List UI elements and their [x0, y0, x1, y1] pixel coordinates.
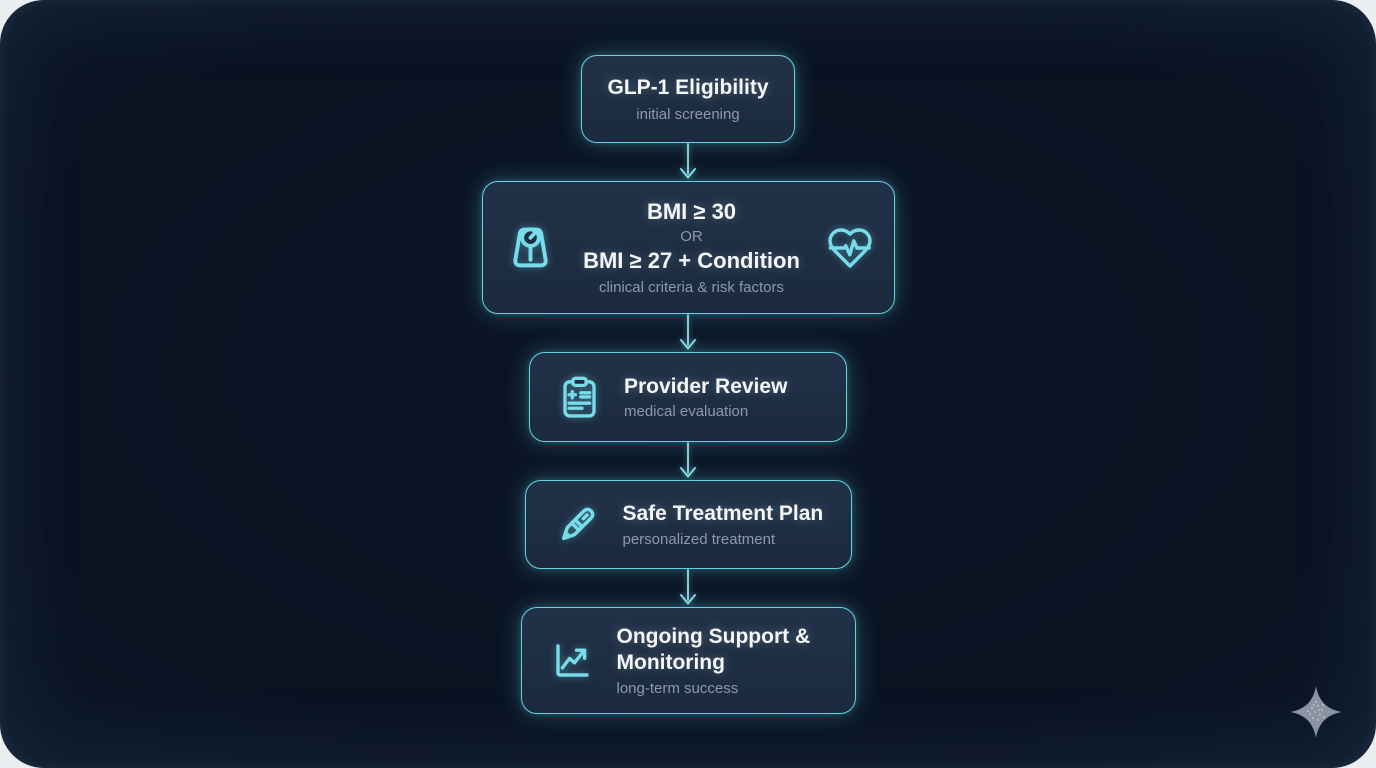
flow-node-ongoing-support: Ongoing Support & Monitoring long-term s… — [520, 607, 856, 714]
node-subtitle: personalized treatment — [622, 530, 776, 548]
flow-node-safe-treatment-plan: Safe Treatment Plan personalized treatme… — [524, 480, 852, 569]
flow-node-bmi-criteria: BMI ≥ 30 OR BMI ≥ 27 + Condition clinica… — [481, 181, 895, 314]
heart-pulse-icon — [826, 224, 874, 272]
injection-pen-icon — [552, 500, 602, 550]
criteria-line-2: BMI ≥ 27 + Condition — [583, 248, 800, 274]
node-subtitle: clinical criteria & risk factors — [598, 279, 785, 297]
weight-scale-icon — [503, 220, 558, 275]
node-text: Safe Treatment Plan personalized treatme… — [623, 501, 824, 548]
node-subtitle: medical evaluation — [624, 403, 749, 421]
criteria-line-1: BMI ≥ 30 — [646, 198, 737, 224]
node-text: Provider Review medical evaluation — [624, 374, 787, 421]
flow-arrow — [677, 569, 699, 607]
medical-clipboard-icon — [556, 374, 603, 421]
trend-chart-icon — [548, 637, 596, 685]
node-title: Provider Review — [624, 374, 788, 398]
node-title: Safe Treatment Plan — [622, 502, 824, 526]
flow-node-glp1-eligibility: GLP-1 Eligibility initial screening — [581, 55, 795, 143]
node-title: Ongoing Support & Monitoring — [616, 625, 811, 674]
flow-arrow — [677, 314, 699, 352]
node-title: GLP-1 Eligibility — [607, 76, 769, 100]
flow-arrow — [677, 143, 699, 181]
flow-node-provider-review: Provider Review medical evaluation — [529, 352, 847, 442]
node-subtitle: long-term success — [616, 679, 739, 697]
criteria-or: OR — [680, 227, 703, 245]
criteria-text: BMI ≥ 30 OR BMI ≥ 27 + Condition clinica… — [558, 199, 826, 296]
node-text: Ongoing Support & Monitoring long-term s… — [617, 624, 852, 696]
node-subtitle: initial screening — [636, 105, 740, 123]
flow-arrow — [677, 442, 699, 480]
sparkle-logo-icon — [1288, 684, 1344, 740]
